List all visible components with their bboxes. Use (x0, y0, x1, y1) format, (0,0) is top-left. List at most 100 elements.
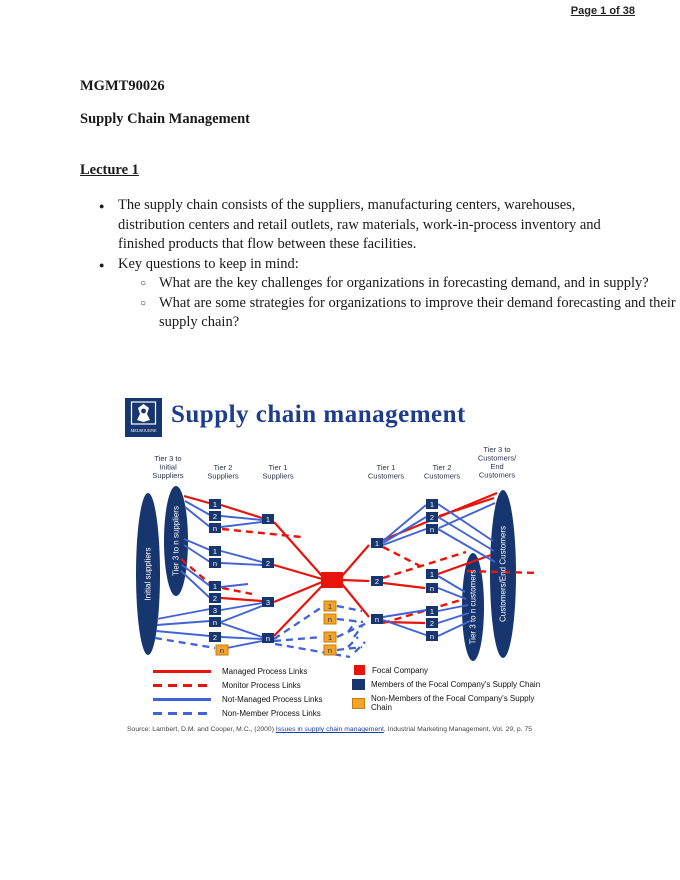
member-node: 1 (209, 581, 221, 591)
member-node-box (426, 524, 438, 534)
member-node-box (262, 597, 274, 607)
supplier-customer-group-ellipse (136, 493, 160, 655)
university-of-melbourne-logo: MELBOURNE (125, 398, 162, 437)
process-link-bs (437, 604, 469, 612)
member-node-box (209, 499, 221, 509)
member-node-box (426, 569, 438, 579)
process-link-bs (220, 521, 263, 528)
member-node: n (209, 617, 221, 627)
process-link-bs (437, 575, 466, 593)
legend-label: Non-Members of the Focal Company's Suppl… (371, 694, 535, 712)
source-citation-link[interactable]: Issues in supply chain management (275, 726, 384, 733)
process-link-bd (347, 620, 357, 633)
document-title: Supply Chain Management (80, 111, 251, 127)
process-link-bd (353, 625, 363, 638)
member-node-box (209, 632, 221, 642)
process-link-rs (273, 563, 323, 581)
member-node-label: 1 (375, 539, 379, 548)
member-node: n (426, 631, 438, 641)
legend-label: Monitor Process Links (222, 681, 301, 690)
process-link-rs (220, 503, 263, 520)
process-link-rs (273, 521, 323, 577)
non-member-node: n (323, 644, 337, 656)
sub-bullet-forecasting-challenges: What are the key challenges for organiza… (92, 274, 680, 294)
source-citation-suffix: , Industrial Marketing Management, Vol. … (383, 726, 533, 733)
focal-company-node (321, 572, 343, 588)
member-node: 2 (371, 576, 383, 586)
member-node-box (426, 512, 438, 522)
member-node: n (209, 523, 221, 533)
process-link-bs (437, 516, 495, 552)
process-link-rs (382, 581, 426, 590)
process-link-rd (221, 527, 302, 539)
process-link-bs (184, 506, 211, 528)
member-node: 1 (426, 569, 438, 579)
legend-item-focal-company: Focal Company (352, 665, 555, 675)
process-link-bs (156, 608, 211, 620)
process-link-rd (382, 545, 425, 570)
process-link-bs (226, 640, 263, 649)
member-node-label: n (430, 584, 434, 593)
bullet-supply-chain-definition: The supply chain consists of the supplie… (92, 196, 604, 255)
member-node: n (262, 633, 274, 643)
process-link-rs (273, 585, 323, 637)
process-link-bs (220, 515, 263, 521)
legend-label: Members of the Focal Company's Supply Ch… (371, 680, 541, 689)
process-link-rs (341, 544, 370, 577)
member-node-label: n (430, 525, 434, 534)
member-node-label: n (430, 632, 434, 641)
member-node-box (209, 605, 221, 615)
member-node-box (371, 538, 383, 548)
non-member-node-box (323, 613, 337, 625)
member-node-label: 1 (213, 582, 217, 591)
legend-item-non-members: Non-Members of the Focal Company's Suppl… (352, 694, 555, 712)
process-link-bs (437, 612, 470, 624)
non-member-node-box (323, 631, 337, 643)
member-node-label: n (213, 559, 217, 568)
member-node-box (426, 631, 438, 641)
process-link-bs (220, 636, 263, 640)
process-link-rd (382, 550, 467, 580)
member-node-box (209, 523, 221, 533)
member-node: 1 (209, 499, 221, 509)
member-node: 2 (426, 618, 438, 628)
member-node-label: 1 (430, 500, 434, 509)
member-node-label: n (213, 524, 217, 533)
non-member-swatch (352, 697, 365, 709)
process-link-rs (341, 578, 370, 583)
process-link-bs (220, 602, 263, 611)
process-link-rs (273, 580, 323, 604)
process-link-bd (336, 617, 364, 624)
member-node-label: 2 (213, 594, 217, 603)
logo-wordmark: MELBOURNE (130, 428, 156, 433)
member-node: 1 (426, 606, 438, 616)
process-link-bs (437, 620, 471, 637)
non-member-node-label: n (328, 615, 332, 624)
member-node-label: 1 (213, 547, 217, 556)
member-node: 3 (262, 597, 274, 607)
member-node-box (209, 617, 221, 627)
member-node-label: 1 (266, 515, 270, 524)
member-node-label: n (375, 615, 379, 624)
member-swatch (352, 679, 365, 690)
member-node-label: 3 (266, 598, 270, 607)
member-node-box (209, 511, 221, 521)
legend-line-types: Managed Process Links Monitor Process Li… (153, 667, 323, 723)
process-link-bd (336, 645, 363, 652)
member-node-label: 2 (213, 512, 217, 521)
process-link-rs (341, 583, 370, 618)
ellipse-label: Tier 3 to n customers (469, 570, 478, 645)
process-link-bs (437, 528, 496, 563)
legend-label: Non-Member Process Links (222, 709, 321, 718)
member-node: 1 (426, 499, 438, 509)
member-node: n (426, 524, 438, 534)
page-number-indicator: Page 1 of 38 (570, 5, 635, 17)
member-node-box (262, 558, 274, 568)
process-link-rs (220, 596, 263, 603)
non-member-node: n (215, 644, 229, 656)
member-node-box (262, 514, 274, 524)
member-node: 2 (209, 632, 221, 642)
member-node: n (209, 558, 221, 568)
